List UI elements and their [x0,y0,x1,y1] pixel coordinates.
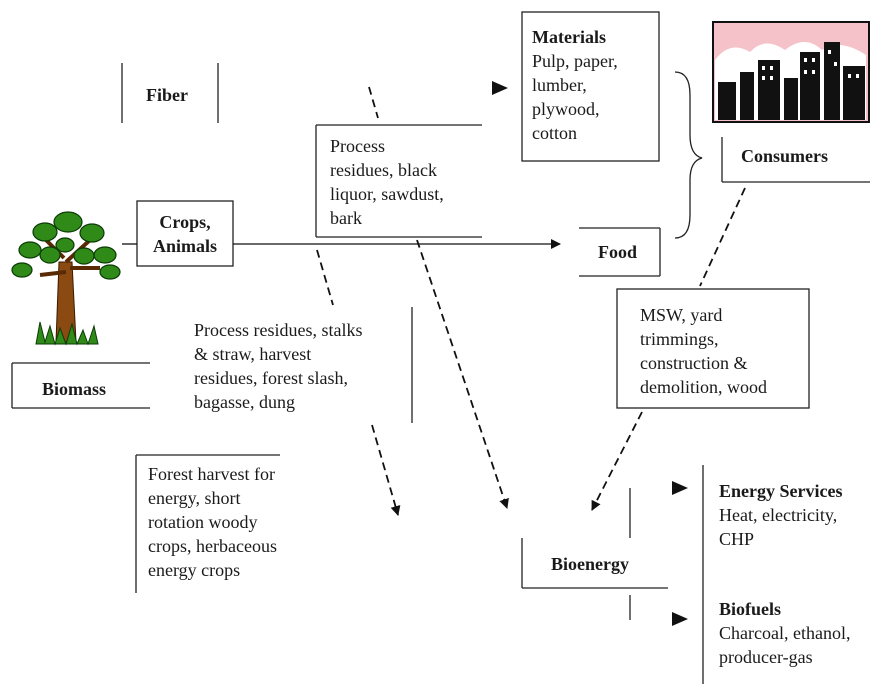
consumers-box [721,137,870,183]
materials-box [521,11,660,162]
residues-mid-line: & straw, harvest [194,344,312,364]
materials-line: plywood, [532,99,600,119]
process-residues-top-text: Process residues, black liquor, sawdust,… [330,134,444,230]
biomass-box [11,362,150,409]
residues-mid-line: bagasse, dung [194,392,295,412]
dash-msw-to-bioenergy [591,411,643,511]
forest-harvest-line: rotation woody [148,512,258,532]
bioenergy-box [521,488,668,620]
arrow-to-biofuels [672,612,688,626]
fiber-label: Fiber [146,85,188,105]
food-label: Food [598,242,638,262]
biofuels-line: producer-gas [719,647,813,667]
residues-top-line: liquor, sawdust, [330,184,444,204]
curly-brace [674,71,703,239]
crops-animals-label: Crops, Animals [137,210,233,258]
residues-mid-line: Process residues, stalks [194,320,363,340]
energy-services-line: CHP [719,529,755,549]
consumers-label: Consumers [741,146,829,166]
food-box [579,227,661,277]
materials-text: Materials Pulp, paper, lumber, plywood, … [532,25,618,145]
energy-services-line: Heat, electricity, [719,505,838,525]
bioenergy-label: Bioenergy [551,554,629,574]
msw-line: trimmings, [640,329,719,349]
msw-line: demolition, wood [640,377,767,397]
residues-mid-line: residues, forest slash, [194,368,348,388]
dash-mid-residues-to-bioenergy [371,424,401,516]
materials-title: Materials [532,27,606,47]
fiber-box [121,63,219,123]
arrow-to-materials [492,81,508,95]
forest-harvest-line: Forest harvest for [148,464,275,484]
materials-line: lumber, [532,75,587,95]
energy-services-text: Energy Services Heat, electricity, CHP [719,479,842,551]
energy-services-title: Energy Services [719,481,843,501]
dash-fiber-to-residues [368,86,379,119]
msw-line: construction & [640,353,748,373]
biofuels-text: Biofuels Charcoal, ethanol, producer-gas [719,597,850,669]
dash-residues-to-bioenergy [416,239,509,509]
crops-label-line2: Animals [152,236,217,256]
dash-crops-to-residues [316,249,334,306]
process-residues-mid-text: Process residues, stalks & straw, harves… [194,318,362,414]
forest-harvest-line: energy crops [148,560,241,580]
biofuels-title: Biofuels [719,599,782,619]
dash-consumers-to-msw [699,187,746,287]
arrow-to-energy-services [672,481,688,495]
residues-top-line: Process [330,136,385,156]
msw-box [616,288,810,409]
residues-top-line: bark [330,208,362,228]
materials-line: Pulp, paper, [532,51,618,71]
tree-icon [11,211,121,346]
process-residues-top-box [315,124,482,238]
crops-animals-box [136,200,234,267]
forest-harvest-text: Forest harvest for energy, short rotatio… [148,462,277,582]
biomass-label: Biomass [42,379,107,399]
forest-harvest-line: energy, short [148,488,241,508]
residues-top-line: residues, black [330,160,437,180]
city-icon [712,21,870,123]
materials-line: cotton [532,123,577,143]
forest-harvest-box [135,454,280,593]
crops-label-line1: Crops, [159,212,211,232]
biofuels-line: Charcoal, ethanol, [719,623,851,643]
msw-line: MSW, yard [640,305,723,325]
msw-text: MSW, yard trimmings, construction & demo… [640,303,767,399]
forest-harvest-line: crops, herbaceous [148,536,277,556]
